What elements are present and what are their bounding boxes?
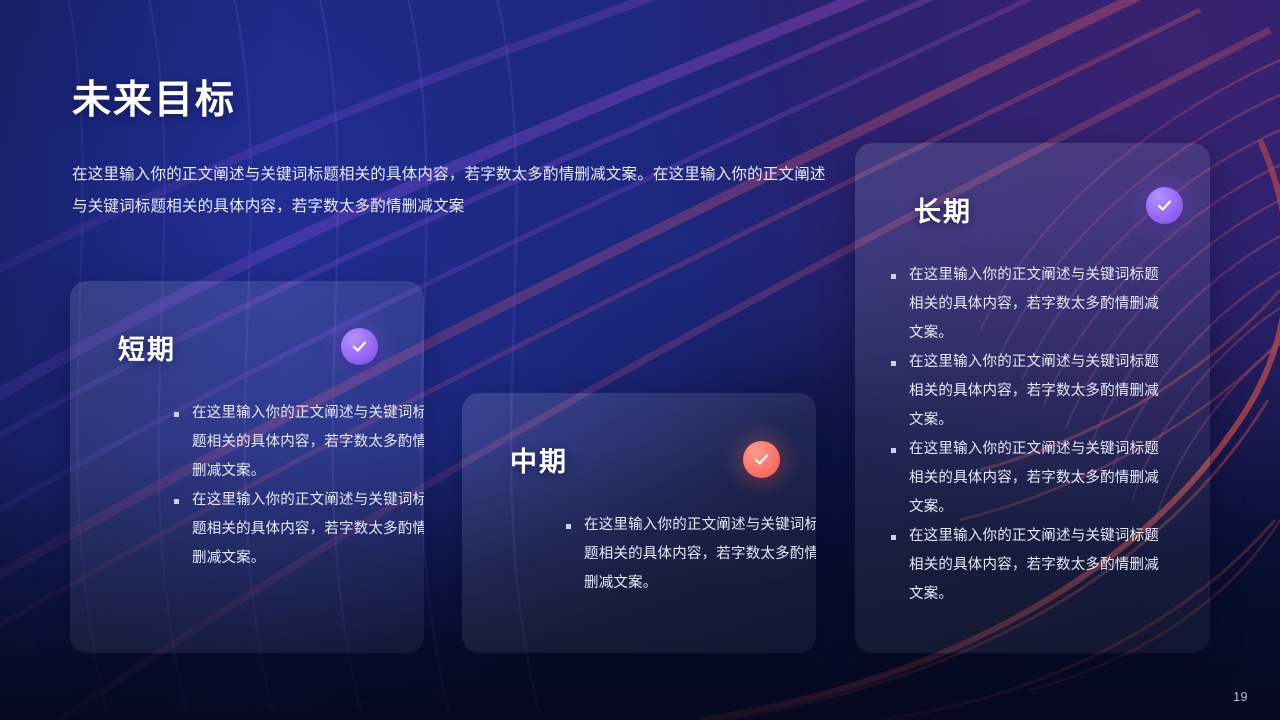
card-mid-term-bullets: 在这里输入你的正文阐述与关键词标题相关的具体内容，若字数太多酌情删减文案。 (566, 511, 816, 598)
card-long-term-bullets: 在这里输入你的正文阐述与关键词标题相关的具体内容，若字数太多酌情删减文案。 在这… (891, 261, 1163, 609)
card-short-term-title: 短期 (118, 335, 176, 365)
list-item-text: 在这里输入你的正文阐述与关键词标题相关的具体内容，若字数太多酌情删减文案。 (909, 528, 1159, 602)
card-long-term-title: 长期 (914, 197, 972, 227)
list-item: 在这里输入你的正文阐述与关键词标题相关的具体内容，若字数太多酌情删减文案。 (174, 486, 424, 573)
list-item: 在这里输入你的正文阐述与关键词标题相关的具体内容，若字数太多酌情删减文案。 (891, 348, 1163, 435)
bullet-marker-icon (174, 411, 179, 417)
list-item: 在这里输入你的正文阐述与关键词标题相关的具体内容，若字数太多酌情删减文案。 (566, 511, 816, 598)
check-circle-icon-short-term[interactable] (341, 328, 378, 365)
list-item-text: 在这里输入你的正文阐述与关键词标题相关的具体内容，若字数太多酌情删减文案。 (909, 267, 1159, 341)
bullet-marker-icon (174, 498, 179, 504)
list-item: 在这里输入你的正文阐述与关键词标题相关的具体内容，若字数太多酌情删减文案。 (891, 522, 1163, 609)
card-long-term[interactable]: 长期 在这里输入你的正文阐述与关键词标题相关的具体内容，若字数太多酌情删减文案。… (855, 143, 1210, 653)
page-subtitle: 在这里输入你的正文阐述与关键词标题相关的具体内容，若字数太多酌情删减文案。在这里… (72, 165, 826, 215)
bullet-marker-icon (891, 360, 896, 366)
card-mid-term[interactable]: 中期 在这里输入你的正文阐述与关键词标题相关的具体内容，若字数太多酌情删减文案。 (462, 393, 816, 653)
list-item: 在这里输入你的正文阐述与关键词标题相关的具体内容，若字数太多酌情删减文案。 (891, 261, 1163, 348)
card-mid-term-title: 中期 (510, 447, 568, 477)
card-short-term-bullets: 在这里输入你的正文阐述与关键词标题相关的具体内容，若字数太多酌情删减文案。 在这… (174, 399, 424, 573)
bullet-marker-icon (891, 273, 896, 279)
page-title: 未来目标 (72, 79, 237, 123)
bullet-marker-icon (566, 523, 571, 529)
bullet-marker-icon (891, 534, 896, 540)
list-item-text: 在这里输入你的正文阐述与关键词标题相关的具体内容，若字数太多酌情删减文案。 (909, 354, 1159, 428)
list-item-text: 在这里输入你的正文阐述与关键词标题相关的具体内容，若字数太多酌情删减文案。 (192, 492, 424, 566)
check-circle-icon-long-term[interactable] (1146, 187, 1183, 224)
list-item: 在这里输入你的正文阐述与关键词标题相关的具体内容，若字数太多酌情删减文案。 (891, 435, 1163, 522)
list-item: 在这里输入你的正文阐述与关键词标题相关的具体内容，若字数太多酌情删减文案。 (174, 399, 424, 486)
list-item-text: 在这里输入你的正文阐述与关键词标题相关的具体内容，若字数太多酌情删减文案。 (192, 405, 424, 479)
page-number: 19 (1233, 690, 1248, 704)
list-item-text: 在这里输入你的正文阐述与关键词标题相关的具体内容，若字数太多酌情删减文案。 (909, 441, 1159, 515)
check-circle-icon-mid-term[interactable] (743, 441, 780, 478)
list-item-text: 在这里输入你的正文阐述与关键词标题相关的具体内容，若字数太多酌情删减文案。 (584, 517, 816, 591)
bullet-marker-icon (891, 447, 896, 453)
